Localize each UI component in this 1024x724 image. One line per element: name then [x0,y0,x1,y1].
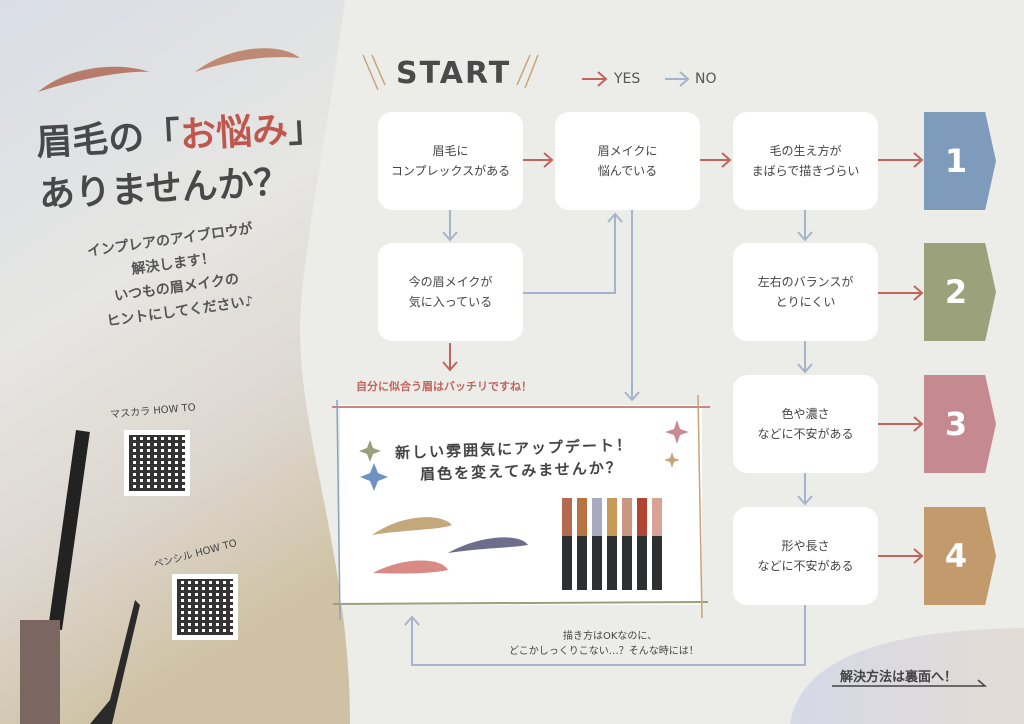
start-label: START [396,56,512,91]
result-tag-2: 2 [924,243,996,341]
eyebrow-right-decoration [195,48,300,72]
flow-box-balance: 左右のバランスが とりにくい [733,243,878,341]
flow-box-shape: 形や長さ などに不安がある [733,507,878,605]
back-side-note: 解決方法は裏面へ！ [840,670,958,685]
title-text-end: 」 [286,107,326,151]
page-title: 眉毛の「お悩み」 ありませんか？ [35,103,328,222]
flow-box-color: 色や濃さ などに不安がある [733,375,878,473]
loop-note-1: 描き方はOKなのに、 [563,631,658,642]
pencil [90,600,140,724]
title-text: 眉毛の「 [35,115,182,164]
result-tag-4: 4 [924,507,996,605]
legend-yes: YES [614,71,641,87]
legend-no: NO [695,71,717,87]
flow-box-satisfied: 今の眉メイクが 気に入っている [378,243,523,341]
result-tag-3: 3 [924,375,996,473]
flow-box-sparse: 毛の生え方が まばらで描きづらい [733,112,878,210]
eyebrow-mascara-lineup [562,498,662,590]
mascara-qr-code[interactable] [124,430,190,496]
mascara-cap [20,620,60,724]
ok-note: 自分に似合う眉はバッチリですね！ [356,380,532,393]
product-panel [340,405,702,605]
flow-box-worried: 眉メイクに 悩んでいる [555,112,700,210]
pencil-qr-code[interactable] [172,574,238,640]
result-tag-1: 1 [924,112,996,210]
loop-note-2: どこかしっくりこない…？そんな時には！ [509,646,699,657]
flow-box-complex: 眉毛に コンプレックスがある [378,112,523,210]
title-highlight: お悩み [179,109,290,157]
eyebrow-left-decoration [38,66,150,92]
mascara-wand [48,429,90,631]
